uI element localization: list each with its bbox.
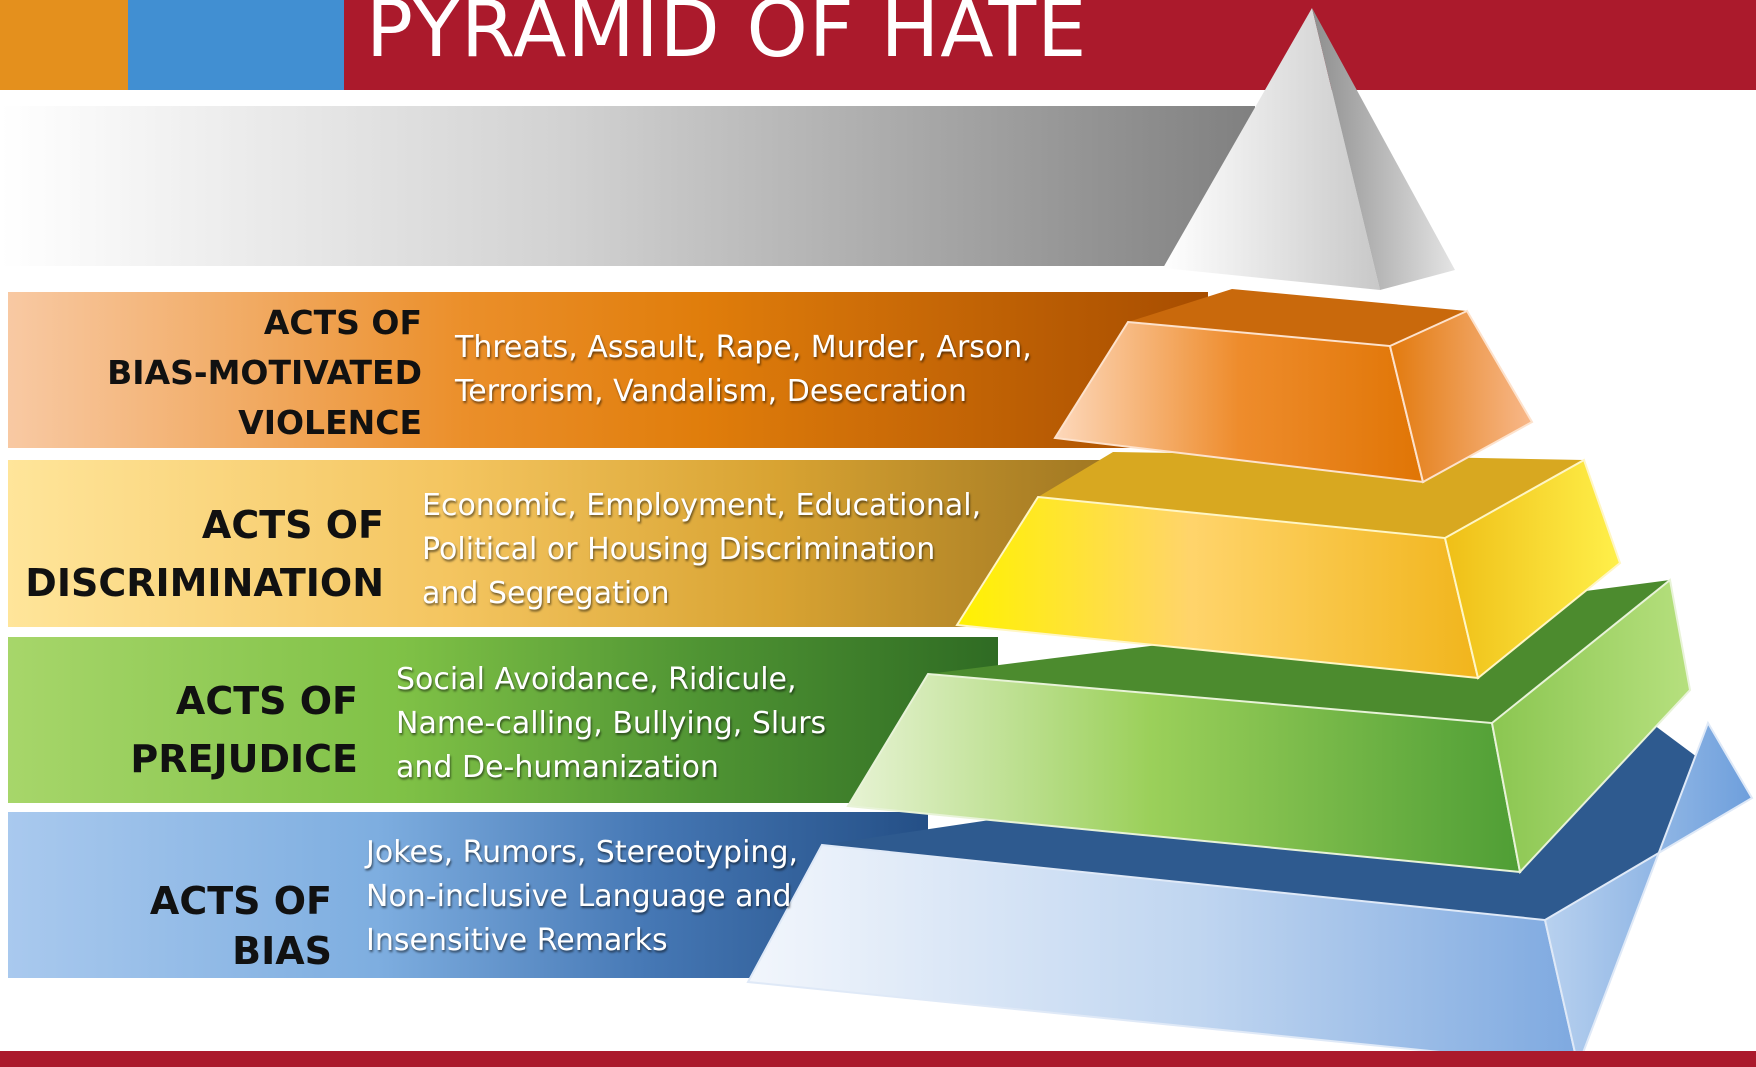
- tier-label-violence: ACTS OF BIAS-MOTIVATED VIOLENCE: [107, 303, 422, 442]
- header-banner: PYRAMID OF HATE: [0, 0, 1756, 90]
- pyramid-tier-discrimination: [955, 452, 1622, 680]
- red-stripe: [344, 0, 1756, 90]
- tier-description-bias: Jokes, Rumors, Stereotyping, Non-inclusi…: [366, 835, 799, 958]
- page-title: PYRAMID OF HATE: [366, 0, 1088, 75]
- apex-band: [0, 106, 1255, 266]
- tier-label-bias: ACTS OF BIAS: [149, 879, 332, 973]
- blue-stripe: [128, 0, 344, 90]
- orange-stripe: [0, 0, 128, 90]
- band-prejudice: [8, 637, 998, 803]
- tier-description-discrimination: Economic, Employment, Educational, Polit…: [422, 488, 982, 611]
- tier-description-violence: Threats, Assault, Rape, Murder, Arson, T…: [455, 330, 1032, 409]
- pyramid-tier-apex: [1163, 8, 1455, 290]
- pyramid-tier-violence: [1053, 289, 1534, 484]
- band-violence: [8, 292, 1208, 448]
- footer-bar: [0, 1051, 1756, 1067]
- tier-label-prejudice: ACTS OF PREJUDICE: [130, 679, 358, 781]
- tier-label-discrimination: ACTS OF DISCRIMINATION: [25, 503, 384, 605]
- band-discrimination: [8, 460, 1108, 627]
- tier-description-prejudice: Social Avoidance, Ridicule, Name-calling…: [396, 662, 827, 785]
